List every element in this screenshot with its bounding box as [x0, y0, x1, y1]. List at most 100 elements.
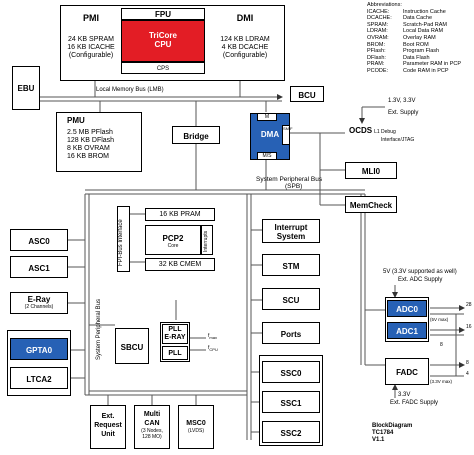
ssc0-block: SSC0 [262, 361, 320, 383]
spb-vertical-label: System Peripheral Bus [96, 298, 102, 360]
ocds-sub: L1 Debug [374, 129, 396, 135]
pmi-line: 16 KB ICACHE [67, 44, 115, 51]
fmax-label: fmax [208, 333, 217, 341]
dma-ms-label: M/S [262, 153, 272, 159]
eray-block: E-Ray (2 Channels) [10, 292, 68, 314]
pmu-block: PMU 2.5 MB PFlash 128 KB DFlash 8 KB OVR… [56, 112, 142, 172]
ext-req-line: Ext. [101, 413, 115, 420]
cmem-title: 32 KB CMEM [158, 261, 202, 268]
abbr-item: BROM:Boot ROM [367, 42, 461, 49]
abbr-key: ICACHE: [367, 8, 390, 15]
abbr-value: Data Cache [403, 15, 433, 22]
pll-block: PLL [162, 346, 188, 360]
gpta0-block: GPTA0 [10, 338, 68, 360]
adc1-block: ADC1 [387, 322, 427, 339]
sbcu-title: SBCU [120, 343, 144, 352]
abbr-key: PFlash: [367, 48, 386, 55]
fcpu-f: f [208, 345, 210, 351]
abbr-key: PCODE: [367, 67, 389, 74]
pmi-block: PMI 24 KB SPRAM 16 KB ICACHE (Configurab… [63, 9, 119, 77]
pcp-interrupts [201, 225, 213, 255]
abbr-key: DCACHE: [367, 15, 392, 22]
bridge-title: Bridge [183, 132, 209, 141]
pll-title: PLL [168, 350, 182, 357]
multican-block: Multi CAN (3 Nodes, 128 MO) [134, 405, 170, 449]
adc0-title: ADC0 [396, 305, 418, 314]
fpu-block: FPU [121, 8, 205, 20]
eray-title: E-Ray [27, 295, 51, 304]
fpi-bus-interface [117, 206, 130, 272]
supply-voltage: 1.3V, 3.3V [388, 98, 416, 104]
pmu-title: PMU [67, 116, 85, 125]
ssc2-title: SSC2 [280, 429, 302, 438]
pmi-line: (Configurable) [68, 52, 114, 59]
fadc-supply-voltage: 3.3V [398, 392, 411, 398]
pmu-line: 8 KB OVRAM [67, 145, 110, 152]
sbcu-block: SBCU [115, 328, 149, 364]
abbr-value: Parameter RAM in PCP [403, 61, 462, 68]
bridge-block: Bridge [172, 126, 220, 144]
mux-8: 8 [440, 342, 443, 348]
dma-slave-port: M/S [257, 152, 277, 160]
memcheck-block: MemCheck [345, 196, 397, 213]
dmi-title: DMI [236, 13, 254, 23]
ext-request-unit-block: Ext. Request Unit [90, 405, 126, 449]
abbr-key: SPRAM: [367, 21, 389, 28]
pcp2-title: PCP2 [162, 234, 184, 243]
adc-supply-ext: Ext. ADC Supply [398, 277, 443, 283]
memcheck-title: MemCheck [349, 201, 393, 210]
fadc-mux-33v: (3.3V max) [430, 379, 453, 384]
abbr-key: PRAM: [367, 61, 385, 68]
dma-smif-port: SMIF [282, 125, 293, 145]
abbr-value: Code RAM in PCP [403, 67, 449, 74]
abbr-item: PFlash: Program Flash [367, 48, 461, 55]
fmax-sub: max [209, 335, 217, 340]
ltca2-title: LTCA2 [26, 375, 52, 384]
pmu-line: 16 KB BROM [67, 153, 110, 160]
ports-block: Ports [262, 322, 320, 344]
dma-m-label: M [264, 114, 270, 120]
abbreviations-legend: Abbreviations: ICACHE:Instruction Cache … [367, 2, 461, 75]
pins-16: 16 [466, 324, 472, 330]
fadc-title: FADC [396, 368, 418, 377]
abbr-value: Program Flash [403, 48, 440, 55]
ext-req-line: Unit [101, 431, 115, 438]
cps-block: CPS [121, 62, 205, 74]
cps-title: CPS [156, 66, 170, 72]
abbreviations-title: Abbreviations: [367, 2, 402, 8]
pins-28: 28 [466, 302, 472, 308]
abbr-value: Overlay RAM [403, 34, 436, 41]
dmi-line: 4 KB DCACHE [221, 44, 269, 51]
ssc1-block: SSC1 [262, 391, 320, 413]
fadc-block: FADC [385, 358, 429, 385]
cpu-line1: TriCore [148, 31, 177, 40]
pll-eray-block: PLL E-RAY [162, 324, 188, 344]
multican-line: CAN [144, 420, 160, 427]
pll-eray-sub: E-RAY [164, 334, 186, 341]
pins-4: 4 [466, 371, 469, 377]
abbr-value: Local Data RAM [403, 28, 444, 35]
pcp-interrupts-label: Interrupts [203, 230, 209, 252]
mli0-block: MLI0 [345, 162, 397, 179]
dmi-block: DMI 124 KB LDRAM 4 KB DCACHE (Configurab… [207, 9, 283, 77]
bcu-block: BCU [290, 86, 324, 102]
ocds-block: OCDS L1 Debug Interface/JTAG [345, 122, 421, 146]
stm-block: STM [262, 254, 320, 276]
abbr-item: ICACHE:Instruction Cache [367, 9, 461, 16]
abbr-key: BROM: [367, 41, 386, 48]
multican-line: Multi [143, 411, 161, 418]
abbr-key: OVRAM: [367, 34, 389, 41]
abbr-item: PCODE: Code RAM in PCP [367, 68, 461, 75]
ebu-title: EBU [17, 84, 35, 93]
pins-8: 8 [466, 360, 469, 366]
fcpu-label: fCPU [208, 345, 218, 353]
adc1-title: ADC1 [396, 327, 418, 336]
asc1-block: ASC1 [10, 256, 68, 278]
cmem-block: 32 KB CMEM [145, 258, 215, 271]
ssc0-title: SSC0 [280, 369, 302, 378]
abbr-item: SPRAM:Scratch-Pad RAM [367, 22, 461, 29]
adc0-block: ADC0 [387, 300, 427, 317]
pmu-line: 128 KB DFlash [67, 137, 115, 144]
caption-title: BlockDiagram [372, 423, 413, 429]
